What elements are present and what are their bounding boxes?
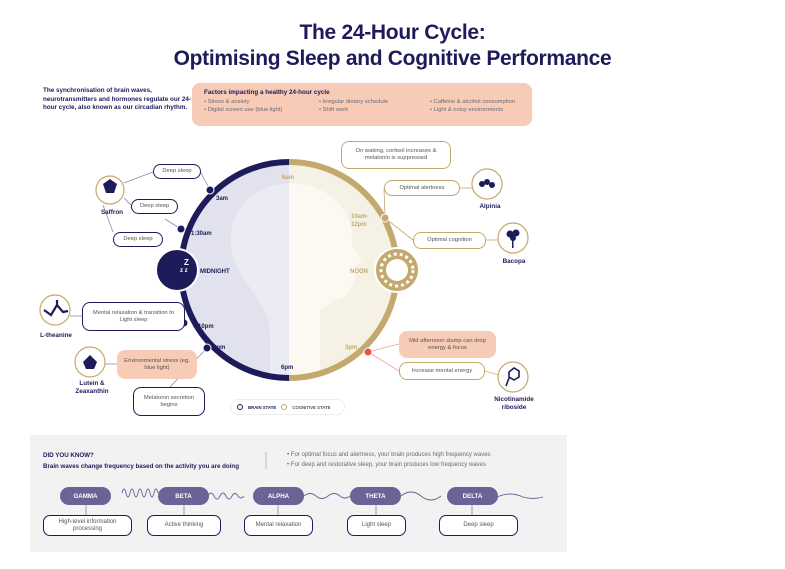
dyk-fact-text: For deep and restorative sleep, your bra…	[290, 462, 486, 468]
melatonin-box: Melatonin secretion begins	[133, 387, 205, 416]
dyk-fact: • For optimal focus and alertness, your …	[287, 452, 491, 458]
nr-label: Nicotinamide riboside	[494, 396, 534, 411]
factor-item: Caffeine & alcohol consumption	[430, 99, 540, 105]
deep-sleep-3am: Deep sleep	[153, 164, 201, 179]
optimal-cognition-box: Optimal cognition	[413, 232, 486, 249]
brain-wave-line	[121, 488, 544, 501]
wave-delta: DELTA	[447, 487, 498, 505]
bacopa-label: Bacopa	[502, 258, 526, 265]
svg-text:Z: Z	[184, 258, 189, 267]
l-theanine-label: L-theanine	[40, 332, 72, 339]
head-silhouette-right	[289, 183, 362, 378]
wave-alpha: ALPHA	[253, 487, 304, 505]
wave-beta: BETA	[158, 487, 209, 505]
time-9pm: 9pm	[213, 345, 226, 351]
time-10pm: 10pm	[198, 324, 214, 330]
deep-sleep-130am: Deep sleep	[131, 199, 178, 214]
cognitive-state-legend-icon	[281, 404, 288, 410]
time-midnight: MIDNIGHT	[200, 269, 230, 275]
dyk-fact-text: For optimal focus and alertness, your br…	[290, 452, 491, 458]
sun-icon	[374, 247, 420, 293]
factor-item: Stress & anxiety	[204, 99, 319, 105]
factor-item: Shift work	[319, 107, 430, 113]
molecule-icon	[505, 367, 520, 387]
time-10am-12pm: 10am- 12pm	[351, 214, 369, 228]
connector	[367, 343, 500, 376]
deep-sleep-midnight: Deep sleep	[113, 232, 163, 247]
lutein-label: Lutein & Zeaxanthin	[75, 380, 109, 395]
intro-text: The synchronisation of brain waves, neur…	[43, 87, 192, 111]
environmental-stress-box: Environmental stress (eg. blue light)	[117, 350, 197, 379]
legend-brain: BRAIN STATE	[248, 404, 277, 410]
time-noon: NOON	[350, 269, 368, 275]
factors-title: Factors impacting a healthy 24-hour cycl…	[204, 89, 330, 96]
factor-item: Light & noisy environments	[430, 107, 540, 113]
wave-theta-desc: Light sleep	[347, 515, 406, 536]
legend: BRAIN STATE COGNITIVE STATE	[230, 399, 345, 415]
dyk-title: DID YOU KNOW?	[43, 452, 94, 459]
factors-panel: Factors impacting a healthy 24-hour cycl…	[192, 83, 532, 126]
time-6am: 6am	[282, 175, 295, 181]
wave-theta: THETA	[350, 487, 401, 505]
time-6pm: 6pm	[281, 365, 294, 371]
dyk-fact: • For deep and restorative sleep, your b…	[287, 462, 486, 468]
brain-state-legend-icon	[237, 404, 243, 410]
time-3pm: 3pm	[345, 345, 358, 351]
saffron-label: Saffron	[100, 209, 124, 216]
afternoon-slump-box: Mid afternoon slump can drop energy & fo…	[399, 331, 496, 358]
molecule-icon	[43, 300, 69, 317]
title-line-2: Optimising Sleep and Cognitive Performan…	[173, 47, 612, 70]
alpinia-label: Alpinia	[479, 203, 501, 210]
optimal-alertness-box: Optimal alertness	[384, 180, 460, 196]
title-line-1: The 24-Hour Cycle:	[299, 21, 486, 44]
dyk-subtitle: Brain waves change frequency based on th…	[43, 463, 239, 470]
wave-alpha-desc: Mental relaxation	[244, 515, 313, 536]
time-130am: 1:30am	[191, 231, 212, 237]
factor-item: Digital screen use (blue light)	[204, 107, 319, 113]
moon-icon: z zZ	[155, 248, 199, 292]
head-silhouette-left	[230, 182, 300, 378]
factor-item: Irregular dietary schedule	[319, 99, 430, 105]
mental-relaxation-box: Mental relaxation & transition to Light …	[82, 302, 185, 331]
connector	[102, 171, 182, 233]
svg-text:z z: z z	[180, 268, 188, 274]
waking-box: On waking, cortisol increases & melatoni…	[341, 141, 451, 169]
wave-gamma: GAMMA	[60, 487, 111, 505]
legend-cognitive: COGNITIVE STATE	[292, 404, 331, 410]
wave-delta-desc: Deep sleep	[439, 515, 518, 536]
mental-energy-box: Increase mental energy	[399, 362, 485, 380]
wave-gamma-desc: High-level information processing	[43, 515, 132, 536]
wave-beta-desc: Active thinking	[147, 515, 221, 536]
time-3am: 3am	[216, 196, 229, 202]
nicotinamide-riboside-icon	[497, 361, 529, 393]
